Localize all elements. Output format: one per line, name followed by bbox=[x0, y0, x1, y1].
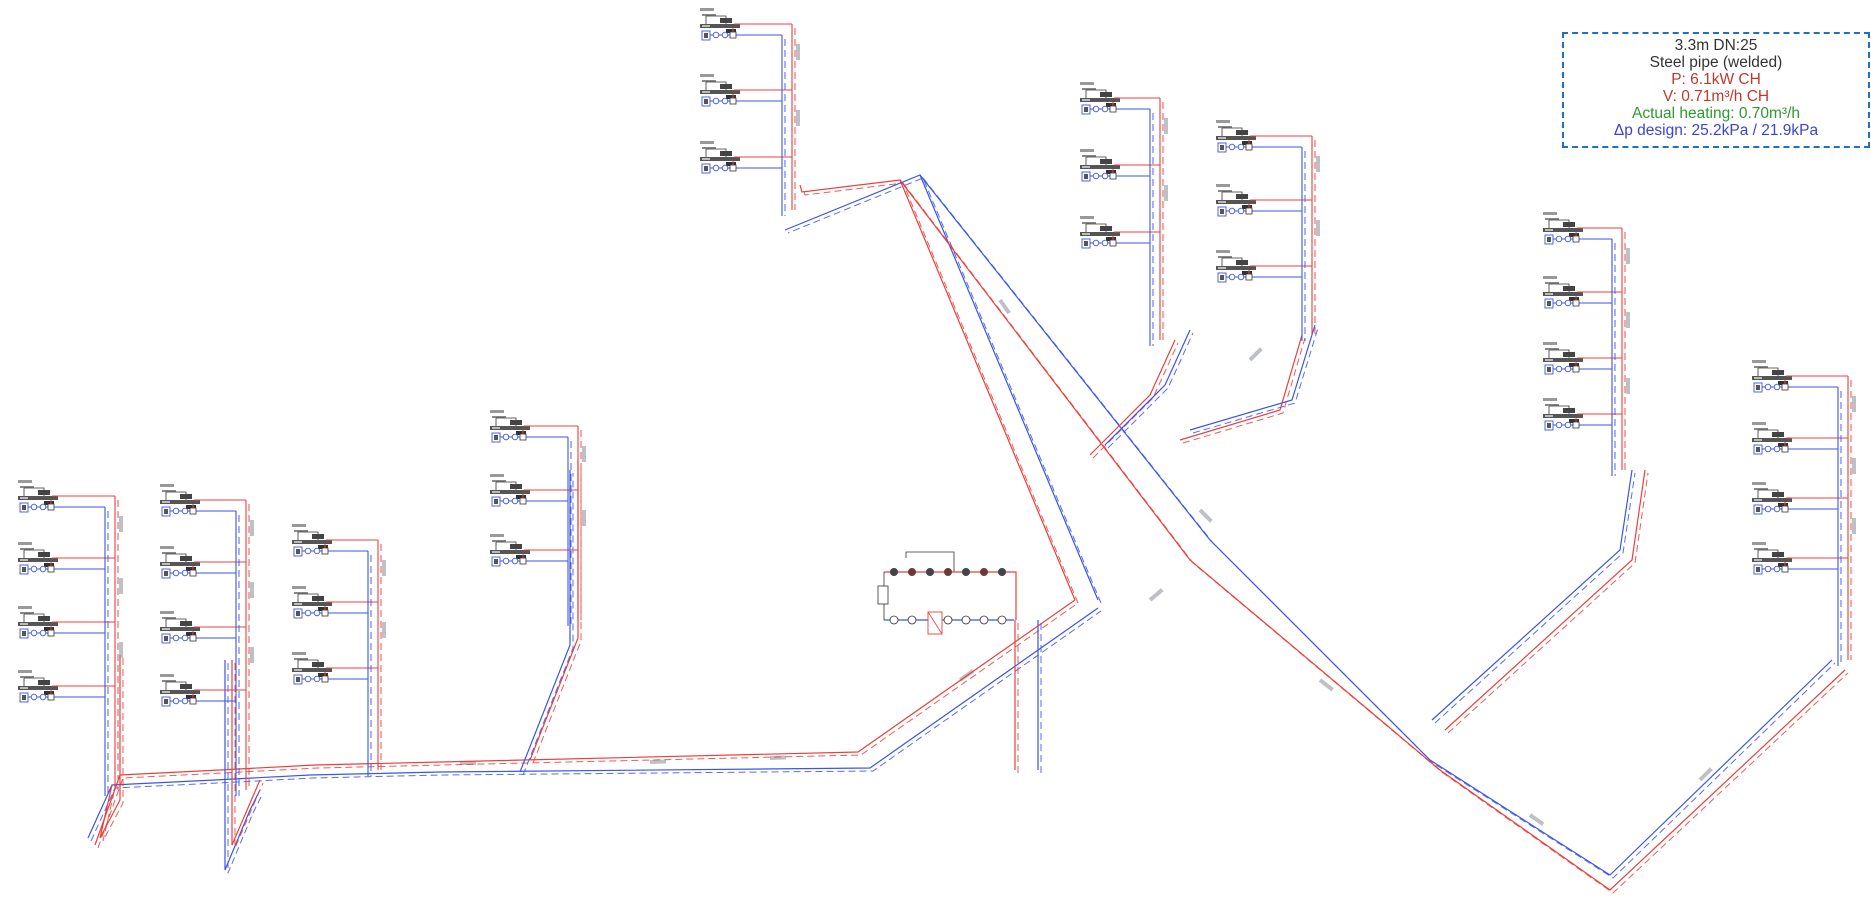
consumer-unit-icon[interactable] bbox=[292, 592, 332, 619]
consumer-unit-icon[interactable] bbox=[1543, 218, 1583, 245]
consumer-unit-icon[interactable] bbox=[1543, 348, 1583, 375]
consumer-column bbox=[1543, 212, 1630, 476]
consumer-unit-icon[interactable] bbox=[292, 658, 332, 685]
diag-right-return[interactable] bbox=[919, 174, 1836, 879]
tooltip-pressure: Δp design: 25.2kPa / 21.9kPa bbox=[1613, 122, 1819, 139]
branch-mid-right-supply-2[interactable] bbox=[1179, 334, 1306, 444]
consumer-unit-icon[interactable] bbox=[1543, 282, 1583, 309]
branch-mid-right-return-2[interactable] bbox=[1189, 324, 1319, 434]
left-loop-return[interactable] bbox=[224, 660, 264, 874]
consumer-unit-icon[interactable] bbox=[1752, 366, 1792, 393]
left-loop-supply-2[interactable] bbox=[231, 660, 264, 849]
consumer-column bbox=[292, 524, 386, 776]
consumer-unit-icon[interactable] bbox=[490, 540, 530, 567]
left-loop-supply[interactable] bbox=[99, 655, 124, 842]
tooltip-power: P: 6.1kW CH bbox=[1671, 71, 1761, 88]
tooltip-material: Steel pipe (welded) bbox=[1649, 54, 1783, 71]
pipe-network bbox=[460, 298, 1713, 826]
consumer-unit-icon[interactable] bbox=[490, 480, 530, 507]
consumer-column bbox=[700, 8, 800, 216]
consumer-unit-icon[interactable] bbox=[160, 490, 200, 517]
consumer-unit-icon[interactable] bbox=[18, 676, 58, 703]
consumer-unit-icon[interactable] bbox=[1543, 404, 1583, 431]
consumer-unit-icon[interactable] bbox=[160, 552, 200, 579]
consumer-unit-icon[interactable] bbox=[1080, 88, 1120, 115]
boiler-riser-supply[interactable] bbox=[1014, 620, 1019, 773]
consumer-unit-icon[interactable] bbox=[1080, 155, 1120, 182]
consumer-unit-icon[interactable] bbox=[700, 80, 740, 107]
diag-top-supply[interactable] bbox=[799, 179, 1079, 604]
diag-right-supply[interactable] bbox=[899, 179, 1849, 894]
consumer-column bbox=[1080, 82, 1168, 346]
consumer-unit-icon[interactable] bbox=[1216, 190, 1256, 217]
consumer-unit-icon[interactable] bbox=[18, 612, 58, 639]
consumer-column bbox=[1216, 120, 1320, 341]
consumer-unit-icon[interactable] bbox=[490, 416, 530, 443]
consumer-unit-icon[interactable] bbox=[18, 486, 58, 513]
consumer-unit-icon[interactable] bbox=[18, 548, 58, 575]
consumer-column bbox=[1752, 360, 1856, 666]
consumer-column bbox=[490, 410, 586, 626]
pipe-info-tooltip: 3.3m DN:25 Steel pipe (welded) P: 6.1kW … bbox=[1562, 32, 1870, 148]
consumer-unit-icon[interactable] bbox=[1216, 256, 1256, 283]
consumer-unit-icon[interactable] bbox=[700, 14, 740, 41]
consumer-unit-icon[interactable] bbox=[1216, 126, 1256, 153]
consumer-column bbox=[18, 480, 123, 796]
consumer-column bbox=[160, 484, 254, 796]
branch-mid-right-supply[interactable] bbox=[1089, 339, 1179, 459]
consumer-unit-icon[interactable] bbox=[700, 147, 740, 174]
consumer-unit-icon[interactable] bbox=[160, 617, 200, 644]
branch-mid-right-return[interactable] bbox=[1104, 329, 1194, 449]
consumer-unit-icon[interactable] bbox=[160, 680, 200, 707]
tooltip-actual-heating: Actual heating: 0.70m³/h bbox=[1631, 105, 1801, 122]
boiler-plant-icon[interactable] bbox=[877, 551, 1017, 635]
consumer-unit-icon[interactable] bbox=[1752, 428, 1792, 455]
diag-top-return[interactable] bbox=[784, 174, 1102, 604]
branch-right-return[interactable] bbox=[1431, 469, 1636, 724]
tooltip-length-dn: 3.3m DN:25 bbox=[1674, 37, 1758, 54]
consumer-unit-icon[interactable] bbox=[1080, 222, 1120, 249]
consumer-unit-icon[interactable] bbox=[292, 530, 332, 557]
tooltip-flow: V: 0.71m³/h CH bbox=[1662, 88, 1770, 105]
supply-main-pipe[interactable] bbox=[94, 599, 1079, 849]
boiler-riser-return[interactable] bbox=[1037, 620, 1042, 773]
branch-right-supply[interactable] bbox=[1444, 469, 1649, 734]
consumer-unit-icon[interactable] bbox=[1752, 548, 1792, 575]
riser-mid-left-return[interactable] bbox=[519, 470, 574, 776]
return-main-pipe[interactable] bbox=[87, 607, 1102, 842]
consumer-unit-icon[interactable] bbox=[1752, 488, 1792, 515]
